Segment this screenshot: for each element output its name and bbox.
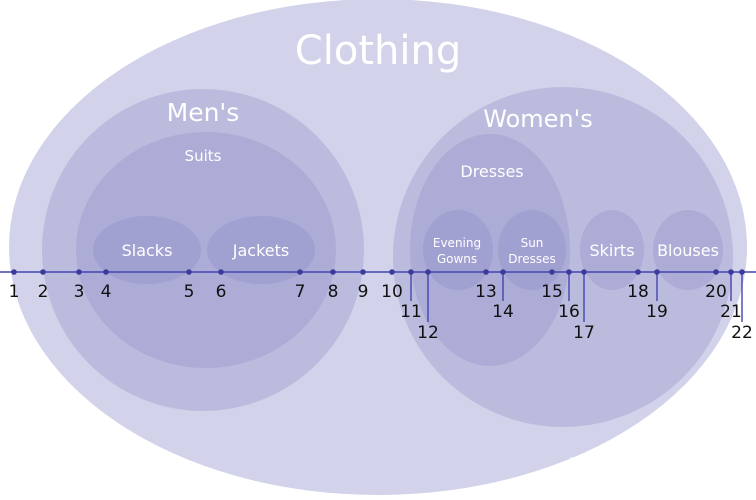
point-2-marker	[40, 269, 46, 275]
region-jackets	[207, 216, 315, 284]
label-slacks: Slacks	[122, 241, 173, 260]
label-sun-dresses-line1: Sun	[521, 236, 544, 250]
point-10-marker	[389, 269, 395, 275]
point-17-marker	[581, 269, 587, 275]
point-12-marker	[425, 269, 431, 275]
region-suits	[76, 132, 336, 368]
point-7-marker	[297, 269, 303, 275]
point-14-marker	[500, 269, 506, 275]
label-dresses: Dresses	[460, 162, 523, 181]
point-14-label: 14	[492, 302, 514, 322]
point-1-label: 1	[9, 282, 20, 302]
point-6-label: 6	[216, 282, 227, 302]
point-21-marker	[728, 269, 734, 275]
point-9-marker	[360, 269, 366, 275]
point-3-marker	[76, 269, 82, 275]
label-mens: Men's	[167, 98, 240, 127]
point-4-label: 4	[101, 282, 112, 302]
region-sun-dresses	[498, 210, 566, 290]
point-3-label: 3	[74, 282, 85, 302]
label-suits: Suits	[185, 147, 222, 165]
point-6-marker	[218, 269, 224, 275]
point-13-label: 13	[475, 282, 497, 302]
point-8-label: 8	[328, 282, 339, 302]
point-16-marker	[566, 269, 572, 275]
point-20-marker	[713, 269, 719, 275]
region-womens	[393, 87, 733, 427]
point-5-marker	[186, 269, 192, 275]
point-7-label: 7	[295, 282, 306, 302]
label-evening-gowns-line2: Gowns	[437, 252, 477, 266]
point-1-marker	[11, 269, 17, 275]
region-slacks	[93, 216, 201, 284]
label-clothing: Clothing	[295, 28, 461, 74]
region-mens	[42, 89, 364, 411]
point-11-label: 11	[400, 302, 422, 322]
point-17-label: 17	[573, 323, 595, 343]
set-labels: Clothing Men's Suits Slacks Jackets Wome…	[122, 28, 719, 266]
point-8-marker	[330, 269, 336, 275]
point-9-label: 9	[358, 282, 369, 302]
point-13-marker	[483, 269, 489, 275]
point-18-marker	[635, 269, 641, 275]
point-4-marker	[103, 269, 109, 275]
point-19-label: 19	[646, 302, 668, 322]
point-20-label: 20	[705, 282, 727, 302]
point-15-marker	[549, 269, 555, 275]
point-11-marker	[408, 269, 414, 275]
label-skirts: Skirts	[589, 241, 634, 260]
point-2-label: 2	[38, 282, 49, 302]
region-skirts	[580, 210, 644, 290]
set-regions	[9, 0, 747, 495]
point-16-label: 16	[558, 302, 580, 322]
point-19-marker	[654, 269, 660, 275]
label-sun-dresses-line2: Dresses	[508, 252, 555, 266]
region-evening-gowns	[423, 210, 493, 290]
point-10-label: 10	[381, 282, 403, 302]
point-22-label: 22	[731, 323, 753, 343]
label-evening-gowns-line1: Evening	[433, 236, 481, 250]
label-jackets: Jackets	[232, 241, 289, 260]
watermark: 知乎 @张龙于飞	[568, 456, 708, 478]
region-dresses	[410, 134, 570, 366]
label-womens: Women's	[483, 105, 592, 133]
point-18-label: 18	[627, 282, 649, 302]
point-12-label: 12	[417, 323, 439, 343]
label-blouses: Blouses	[657, 241, 719, 260]
region-blouses	[653, 210, 723, 290]
point-15-label: 15	[541, 282, 563, 302]
point-5-label: 5	[184, 282, 195, 302]
point-21-label: 21	[720, 302, 742, 322]
region-clothing	[9, 0, 747, 495]
point-22-marker	[739, 269, 745, 275]
